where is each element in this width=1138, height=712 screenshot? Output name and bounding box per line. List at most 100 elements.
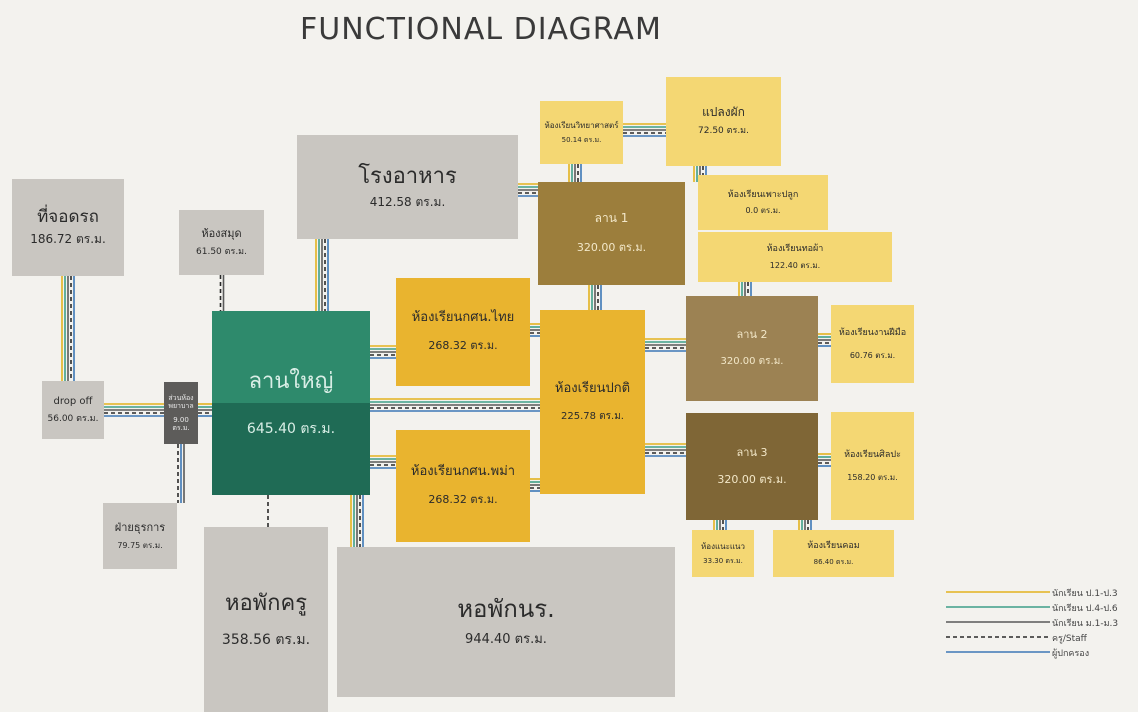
room-name: ลานใหญ่ bbox=[248, 369, 334, 395]
room-class-burmese: ห้องเรียนกศน.พม่า 268.32 ตร.ม. bbox=[396, 430, 530, 542]
room-area: 0.0 ตร.ม. bbox=[745, 206, 781, 216]
room-area: 320.00 ตร.ม. bbox=[720, 356, 784, 368]
room-name: ห้องสมุด bbox=[201, 227, 242, 240]
room-area: 60.76 ตร.ม. bbox=[849, 350, 896, 360]
room-area: 50.14 ตร.ม. bbox=[561, 136, 602, 145]
room-class-agri: ห้องเรียนเพาะปลูก 0.0 ตร.ม. bbox=[698, 175, 828, 230]
room-area: 225.78 ตร.ม. bbox=[561, 410, 624, 422]
room-canteen: โรงอาหาร 412.58 ตร.ม. bbox=[297, 135, 518, 239]
link-nurse-admin bbox=[177, 444, 185, 503]
room-parking: ที่จอดรถ 186.72 ตร.ม. bbox=[12, 179, 124, 276]
room-name: หอพักนร. bbox=[457, 594, 555, 623]
room-class-weaving: ห้องเรียนทอผ้า 122.40 ตร.ม. bbox=[698, 232, 892, 282]
link-court-burmese bbox=[370, 455, 396, 469]
room-name: ห้องเรียนวิทยาศาสตร์ bbox=[544, 120, 619, 130]
link-court3-art bbox=[818, 453, 831, 467]
link-court3-computer bbox=[798, 520, 812, 530]
room-court-3: ลาน 3 320.00 ตร.ม. bbox=[686, 413, 818, 520]
room-name: ห้องเรียนคอม bbox=[807, 541, 860, 552]
room-name: ลาน 3 bbox=[736, 445, 768, 459]
link-court-thai bbox=[370, 345, 396, 359]
legend-label: ครู/Staff bbox=[1052, 634, 1087, 644]
room-area: 186.72 ตร.ม. bbox=[30, 232, 106, 247]
room-area: 268.32 ตร.ม. bbox=[428, 339, 498, 353]
room-area: 320.00 ตร.ม. bbox=[717, 472, 787, 486]
room-area: 645.40 ตร.ม. bbox=[246, 420, 336, 437]
room-name: ลาน 2 bbox=[736, 328, 768, 342]
room-name: ห้องเรียนเพาะปลูก bbox=[727, 189, 799, 200]
link-thai-regular bbox=[530, 323, 540, 337]
room-name: โรงอาหาร bbox=[358, 164, 457, 190]
room-main-court: ลานใหญ่ 645.40 ตร.ม. bbox=[212, 311, 370, 495]
room-name: ที่จอดรถ bbox=[37, 206, 99, 227]
link-court2-handcraft bbox=[818, 333, 831, 347]
link-nurse-court bbox=[198, 403, 212, 417]
room-class-art: ห้องเรียนศิลปะ 158.20 ตร.ม. bbox=[831, 412, 914, 520]
room-class-thai: ห้องเรียนกศน.ไทย 268.32 ตร.ม. bbox=[396, 278, 530, 386]
room-area: 268.32 ตร.ม. bbox=[428, 493, 498, 507]
room-name: ห้องเรียนกศน.พม่า bbox=[410, 464, 516, 480]
room-garden: แปลงผัก 72.50 ตร.ม. bbox=[666, 77, 781, 166]
room-name: ห้องเรียนงานฝีมือ bbox=[838, 328, 907, 339]
room-name: drop off bbox=[53, 396, 93, 408]
room-area: 61.50 ตร.ม. bbox=[196, 246, 247, 257]
room-area: 33.30 ตร.ม. bbox=[703, 557, 743, 566]
link-court1-regular bbox=[588, 285, 602, 310]
room-area: 412.58 ตร.ม. bbox=[369, 194, 446, 209]
room-area: 358.56 ตร.ม. bbox=[221, 632, 311, 649]
room-name: ห้องเรียนกศน.ไทย bbox=[411, 310, 515, 326]
room-class-computer: ห้องเรียนคอม 86.40 ตร.ม. bbox=[773, 530, 894, 577]
link-canteen-court bbox=[315, 239, 329, 311]
legend-label: ผู้ปกครอง bbox=[1052, 649, 1090, 659]
room-class-science: ห้องเรียนวิทยาศาสตร์ 50.14 ตร.ม. bbox=[540, 101, 623, 164]
room-library: ห้องสมุด 61.50 ตร.ม. bbox=[179, 210, 264, 275]
legend-label: นักเรียน ป.1-ป.3 bbox=[1052, 589, 1118, 599]
room-area: 320.00 ตร.ม. bbox=[576, 241, 647, 255]
link-court-studentdorm bbox=[350, 495, 364, 547]
room-area: 9.00 ตร.ม. bbox=[172, 416, 190, 433]
link-court1-science bbox=[568, 164, 582, 182]
legend-label: นักเรียน ม.1-ม.3 bbox=[1052, 619, 1119, 629]
room-guidance: ห้องแนะแนว 33.30 ตร.ม. bbox=[692, 530, 754, 577]
link-court3-guidance bbox=[713, 520, 727, 530]
room-area: 158.20 ตร.ม. bbox=[847, 472, 898, 482]
link-regular-court3 bbox=[645, 443, 686, 457]
room-name: แปลงผัก bbox=[702, 105, 745, 120]
link-court-regular bbox=[370, 398, 540, 412]
room-area: 72.50 ตร.ม. bbox=[698, 126, 749, 137]
link-burmese-regular bbox=[530, 478, 540, 492]
room-teacher-dorm: หอพักครู 358.56 ตร.ม. bbox=[204, 527, 328, 712]
room-area: 79.75 ตร.ม. bbox=[117, 540, 163, 550]
room-court-1: ลาน 1 320.00 ตร.ม. bbox=[538, 182, 685, 285]
room-name: ลาน 1 bbox=[594, 211, 629, 226]
diagram-title: FUNCTIONAL DIAGRAM bbox=[300, 12, 662, 47]
link-science-garden bbox=[623, 123, 666, 137]
room-nurse: ส่วนห้องพยาบาล 9.00 ตร.ม. bbox=[164, 382, 198, 444]
room-class-handcraft: ห้องเรียนงานฝีมือ 60.76 ตร.ม. bbox=[831, 305, 914, 383]
room-name: ส่วนห้องพยาบาล bbox=[168, 393, 194, 410]
room-admin: ฝ่ายธุรการ 79.75 ตร.ม. bbox=[103, 503, 177, 569]
room-name: ห้องเรียนทอผ้า bbox=[766, 244, 824, 255]
room-name: หอพักครู bbox=[224, 590, 308, 616]
link-parking-dropoff bbox=[61, 276, 75, 381]
room-area: 944.40 ตร.ม. bbox=[465, 632, 547, 648]
room-class-regular: ห้องเรียนปกติ 225.78 ตร.ม. bbox=[540, 310, 645, 494]
link-regular-court2 bbox=[645, 338, 686, 352]
room-area: 56.00 ตร.ม. bbox=[47, 413, 99, 424]
link-court2-weaving bbox=[738, 282, 752, 296]
link-canteen-court1 bbox=[518, 183, 538, 197]
room-area: 86.40 ตร.ม. bbox=[813, 557, 854, 566]
legend-label: นักเรียน ป.4-ป.6 bbox=[1052, 604, 1118, 614]
link-dropoff-nurse bbox=[104, 403, 164, 417]
room-area: 122.40 ตร.ม. bbox=[769, 260, 821, 270]
room-name: ฝ่ายธุรการ bbox=[114, 521, 166, 535]
room-name: ห้องเรียนปกติ bbox=[554, 380, 631, 396]
room-court-2: ลาน 2 320.00 ตร.ม. bbox=[686, 296, 818, 401]
room-name: ห้องเรียนศิลปะ bbox=[844, 450, 901, 461]
room-drop-off: drop off 56.00 ตร.ม. bbox=[42, 381, 104, 439]
link-library-court bbox=[219, 275, 225, 311]
room-student-dorm: หอพักนร. 944.40 ตร.ม. bbox=[337, 547, 675, 697]
room-name: ห้องแนะแนว bbox=[700, 541, 746, 551]
